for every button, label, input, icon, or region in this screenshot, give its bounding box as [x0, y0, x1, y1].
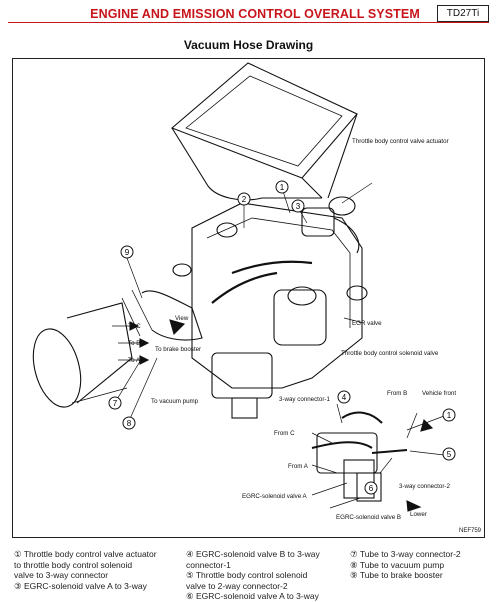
callout-3: 3 — [291, 199, 305, 213]
callout-7: 7 — [108, 396, 122, 410]
legend-line: ⑥ EGRC-solenoid valve A to 3-way — [186, 591, 319, 601]
label-tb-actuator: Throttle body control valve actuator — [352, 138, 449, 145]
legend-line: ③ EGRC-solenoid valve A to 3-way — [14, 580, 147, 591]
label-lower: Lower — [410, 511, 427, 518]
label-from-b: From B — [387, 390, 407, 397]
callout-8: 8 — [122, 416, 136, 430]
legend-line: ⑤ Throttle body control solenoid — [186, 570, 308, 580]
svg-text:1: 1 — [280, 183, 285, 192]
label-figure-id: NEF759 — [459, 528, 482, 534]
intake-duct — [121, 289, 203, 341]
label-vehicle-front: Vehicle front — [422, 390, 456, 397]
callout-5: 5 — [442, 447, 456, 461]
label-to-pump: To vacuum pump — [151, 398, 199, 405]
svg-text:7: 7 — [113, 399, 118, 408]
svg-text:2: 2 — [242, 195, 247, 204]
label-view-a: View — [175, 315, 189, 322]
label-from-c: From C — [274, 430, 295, 437]
legend-line: connector-1 — [186, 559, 231, 570]
model-code-badge: TD27Ti — [437, 5, 489, 22]
label-to-c: To C — [128, 323, 141, 330]
diagram-title: Vacuum Hose Drawing — [183, 38, 314, 52]
callout-1b: 1 — [442, 408, 456, 422]
svg-text:1: 1 — [447, 411, 452, 420]
label-from-a: From A — [288, 463, 309, 470]
label-to-a: To A — [128, 357, 141, 364]
vacuum-hose-diagram: 1 2 3 9 7 8 4 1 5 6 Throttle body contro… — [32, 62, 482, 534]
svg-text:4: 4 — [342, 393, 347, 402]
legend-line: valve to 3-way connector — [14, 570, 109, 580]
egrc-solenoid-cluster-left — [211, 352, 273, 419]
callout-2: 2 — [237, 192, 251, 206]
throttle-actuator — [301, 196, 360, 254]
svg-text:3: 3 — [296, 202, 301, 211]
section-title: ENGINE AND EMISSION CONTROL OVERALL SYST… — [90, 7, 420, 21]
label-conn2: 3-way connector-2 — [399, 483, 450, 490]
label-conn1: 3-way connector-1 — [279, 396, 330, 403]
label-egrc-a: EGRC-solenoid valve A — [242, 493, 308, 500]
legend-column-1: ① Throttle body control valve actuator t… — [14, 549, 157, 591]
callout-9: 9 — [120, 245, 134, 259]
label-egrc-b: EGRC-solenoid valve B — [336, 514, 401, 521]
diagram-frame — [12, 58, 485, 538]
callout-4: 4 — [337, 390, 351, 404]
label-to-b: To B — [128, 340, 140, 347]
label-to-brake: To brake booster — [155, 346, 201, 353]
direction-arrows — [129, 319, 434, 512]
svg-text:6: 6 — [369, 484, 374, 493]
header-rule — [8, 22, 489, 23]
diagram-labels: Throttle body control valve actuator EGR… — [128, 138, 482, 534]
label-egr-valve: EGR valve — [352, 320, 382, 327]
legend-line: to throttle body control solenoid — [14, 559, 133, 570]
solenoid-inset — [311, 411, 408, 502]
legend-line: valve to 2-way connector-2 — [186, 580, 288, 591]
legend-line: ④ EGRC-solenoid valve B to 3-way — [186, 549, 320, 559]
legend-line: ⑧ Tube to vacuum pump — [350, 559, 445, 570]
air-cleaner-box — [170, 62, 358, 201]
engine-block — [172, 202, 368, 389]
air-cleaner-cylinder — [32, 302, 133, 408]
svg-text:5: 5 — [447, 450, 452, 459]
legend-line: ① Throttle body control valve actuator — [14, 549, 157, 559]
legend-line: ⑨ Tube to brake booster — [350, 570, 443, 580]
legend-line: ⑦ Tube to 3-way connector-2 — [350, 549, 461, 559]
leader-lines — [112, 182, 445, 509]
callout-numbers: 1 2 3 9 7 8 4 1 5 6 — [108, 180, 456, 495]
callout-1: 1 — [275, 180, 289, 194]
callout-6: 6 — [364, 481, 378, 495]
legend-column-3: ⑦ Tube to 3-way connector-2 ⑧ Tube to va… — [350, 549, 461, 581]
legend-column-2: ④ EGRC-solenoid valve B to 3-way connect… — [186, 549, 320, 602]
label-tb-solenoid: Throttle body control solenoid valve — [341, 350, 439, 357]
svg-text:8: 8 — [127, 419, 132, 428]
svg-text:9: 9 — [125, 248, 130, 257]
